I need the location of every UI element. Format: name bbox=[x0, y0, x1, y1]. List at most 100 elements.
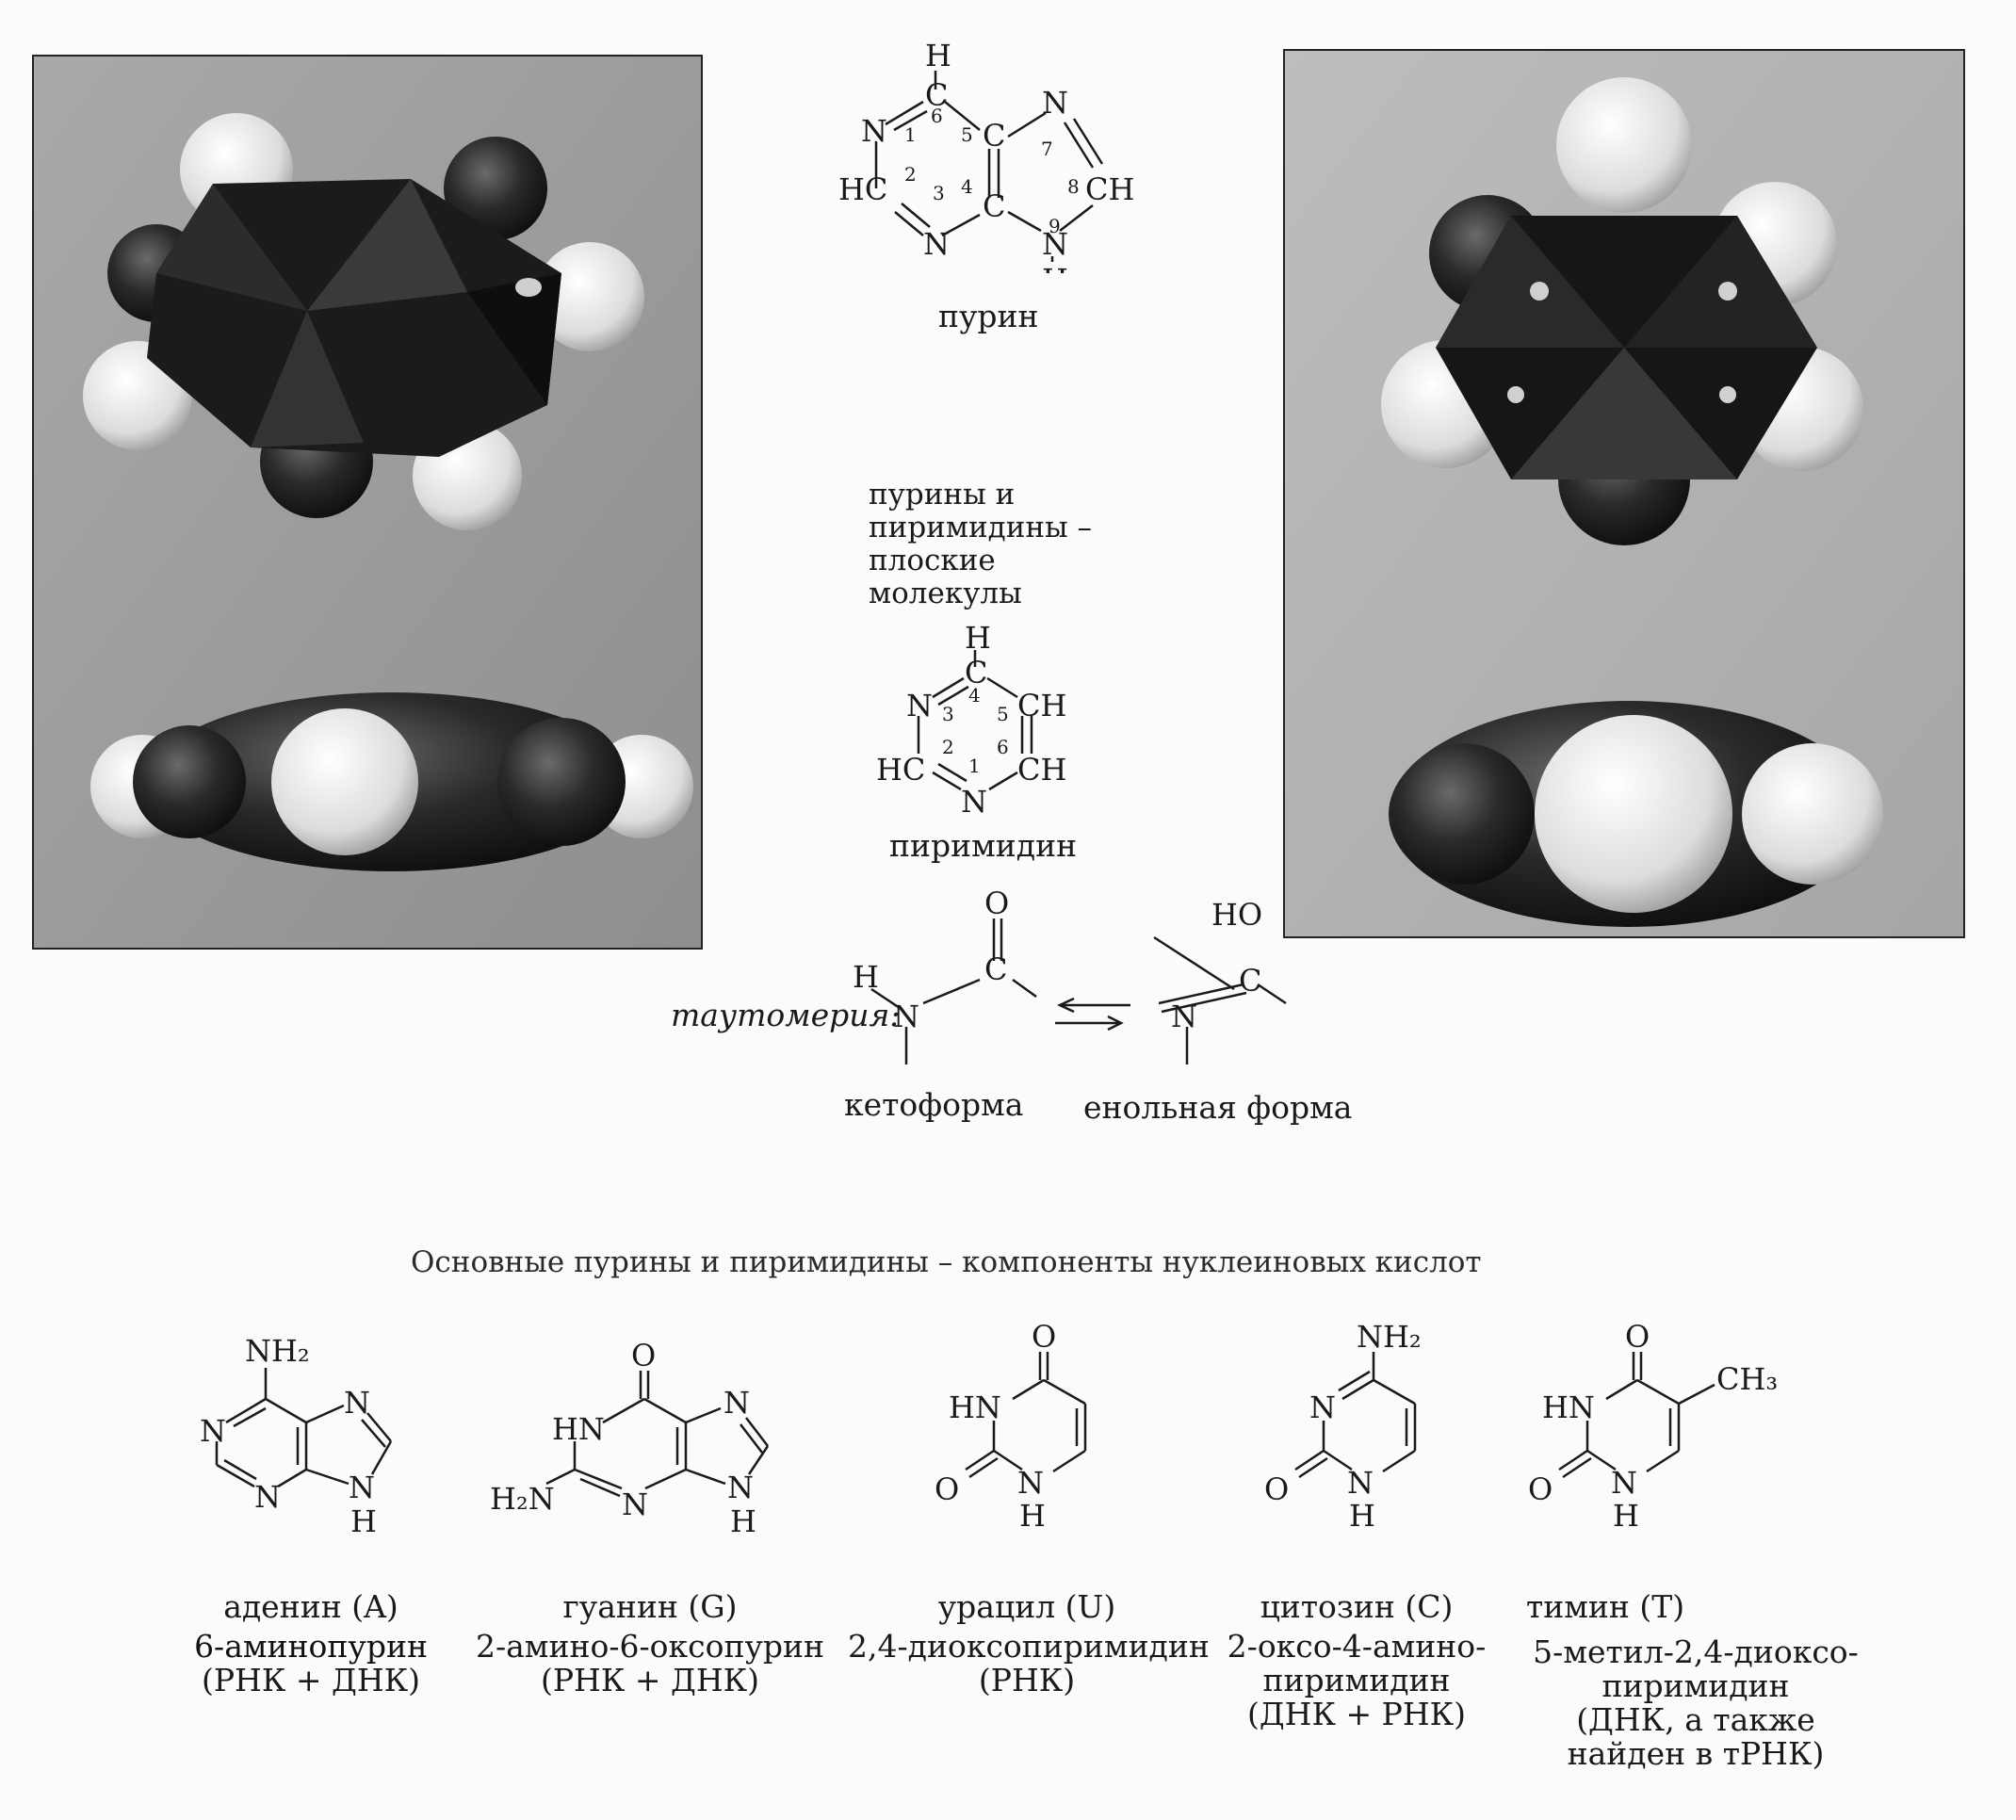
atom-label: HN bbox=[949, 1389, 1001, 1425]
atom-label: N bbox=[1042, 85, 1068, 121]
guanine-structure: O HN H₂N N N N H bbox=[490, 1338, 770, 1539]
ring-number: 6 bbox=[931, 105, 943, 127]
atom-label: H₂N bbox=[490, 1481, 555, 1517]
atom-label: CH₃ bbox=[1716, 1361, 1778, 1397]
keto-form-label: кетоформа bbox=[844, 1086, 1024, 1123]
base-desc: (ДНК + РНК) bbox=[1246, 1696, 1467, 1732]
base-name: аденин bbox=[223, 1588, 342, 1625]
highlight bbox=[1507, 386, 1524, 403]
atom-label: HO bbox=[1211, 897, 1262, 933]
carbon-atom bbox=[497, 718, 626, 846]
atom-label: N bbox=[622, 1487, 648, 1522]
ring-facet bbox=[1624, 216, 1817, 348]
atom-label: NH₂ bbox=[245, 1333, 310, 1369]
note-line: пурины и bbox=[869, 478, 1016, 512]
atom-label: H bbox=[925, 38, 951, 73]
cytosine-structure: NH₂ N O N H bbox=[1264, 1319, 1422, 1534]
base-desc: пиримидин bbox=[1262, 1662, 1451, 1698]
thymine-structure: O CH₃ HN O N H bbox=[1528, 1319, 1778, 1534]
atom-label: CH bbox=[1017, 752, 1066, 788]
ring-facet bbox=[251, 311, 364, 447]
base-desc: найден в тРНК) bbox=[1567, 1735, 1825, 1772]
atom-label: HC bbox=[876, 752, 925, 788]
hydrogen-atom bbox=[271, 708, 418, 855]
purine-structure: H C N C N CH HC C N N H 1 2 3 4 5 6 7 8 … bbox=[838, 38, 1134, 273]
base-code: (G) bbox=[688, 1588, 738, 1625]
ring-number: 5 bbox=[997, 703, 1009, 725]
atom-label: N bbox=[200, 1413, 226, 1449]
atom-label: N bbox=[1017, 1465, 1044, 1501]
base-code: (T) bbox=[1639, 1588, 1685, 1625]
atom-label: N bbox=[1042, 226, 1068, 262]
atom-label: N bbox=[1171, 999, 1197, 1034]
adenine-caption: аденин (A) 6-аминопурин (РНК + ДНК) bbox=[170, 1590, 452, 1698]
atom-label: O bbox=[1625, 1319, 1650, 1355]
atom-label: CH bbox=[1085, 171, 1134, 207]
atom-label: N bbox=[727, 1470, 754, 1505]
tautomerism-title: таутомерия: bbox=[671, 997, 901, 1033]
thymine-caption-head: тимин (T) bbox=[1526, 1590, 1684, 1624]
ring-number: 2 bbox=[904, 163, 917, 186]
atom-label: CH bbox=[1017, 688, 1066, 723]
cytosine-caption: цитозин (C) 2-оксо-4-амино- пиримидин (Д… bbox=[1215, 1590, 1498, 1731]
highlight bbox=[1530, 282, 1549, 301]
ring-number: 1 bbox=[904, 123, 917, 146]
highlight bbox=[515, 278, 542, 297]
base-desc: 2-амино-6-оксопурин bbox=[475, 1628, 824, 1665]
atom-label: C bbox=[984, 951, 1007, 987]
atom-label: C bbox=[983, 188, 1005, 224]
base-code: (C) bbox=[1405, 1588, 1454, 1625]
purine-model-photo bbox=[32, 55, 703, 950]
atom-label: H bbox=[853, 959, 879, 995]
purine-label: пурин bbox=[938, 298, 1039, 334]
adenine-structure: NH₂ N N N N H bbox=[200, 1333, 393, 1539]
ring-number: 1 bbox=[968, 755, 981, 777]
ring-facet bbox=[156, 184, 307, 311]
highlight bbox=[1719, 386, 1736, 403]
atom-label: O bbox=[631, 1338, 656, 1373]
atom-label: H bbox=[1613, 1498, 1639, 1534]
atom-label: O bbox=[935, 1471, 959, 1507]
ring-facet bbox=[1511, 348, 1737, 479]
ring-number: 4 bbox=[968, 684, 981, 707]
base-name: гуанин bbox=[562, 1588, 678, 1625]
pyrimidine-structure: H C N CH HC CH N 1 2 3 4 5 6 bbox=[876, 622, 1066, 820]
tautomerism-scheme: O H N C HO N C bbox=[853, 886, 1287, 1064]
ring-facet bbox=[1436, 216, 1624, 348]
atom-label: H bbox=[1019, 1498, 1046, 1534]
base-desc: (РНК + ДНК) bbox=[540, 1662, 760, 1698]
hydrogen-atom bbox=[1556, 77, 1692, 213]
atom-label: H bbox=[730, 1503, 756, 1539]
enol-form-label: енольная форма bbox=[1083, 1089, 1353, 1126]
thymine-caption: 5-метил-2,4-диоксо- пиримидин (ДНК, а та… bbox=[1526, 1635, 1865, 1771]
atom-label: N bbox=[723, 1385, 750, 1421]
atom-label: O bbox=[1032, 1319, 1056, 1355]
atom-label: H bbox=[965, 622, 991, 656]
base-desc: 2,4-диоксопиримидин bbox=[848, 1628, 1210, 1665]
base-name: цитозин bbox=[1260, 1588, 1395, 1625]
base-name: тимин bbox=[1526, 1588, 1630, 1625]
atom-label: HC bbox=[838, 171, 887, 207]
pyrimidine-label: пиримидин bbox=[889, 827, 1078, 864]
ring-number: 2 bbox=[942, 736, 954, 758]
ring-number: 3 bbox=[933, 182, 945, 204]
uracil-structure: O HN O N H bbox=[935, 1319, 1087, 1534]
base-desc: 2-оксо-4-амино- bbox=[1227, 1628, 1487, 1665]
ring-facet bbox=[307, 179, 467, 311]
base-desc: (ДНК, а также bbox=[1576, 1701, 1815, 1738]
ring-number: 4 bbox=[961, 175, 973, 198]
atom-label: N bbox=[961, 784, 987, 820]
base-desc: (РНК + ДНК) bbox=[201, 1662, 421, 1698]
atom-label: H bbox=[1042, 262, 1068, 273]
atom-label: N bbox=[349, 1470, 375, 1505]
atom-label: HN bbox=[1542, 1389, 1595, 1425]
base-code: (A) bbox=[351, 1588, 398, 1625]
atom-label: O bbox=[984, 886, 1009, 921]
ring-facet bbox=[467, 273, 561, 405]
base-name: урацил bbox=[937, 1588, 1056, 1625]
atom-label: N bbox=[861, 113, 887, 149]
atom-label: N bbox=[906, 688, 933, 723]
base-code: (U) bbox=[1065, 1588, 1116, 1625]
section-title: Основные пурины и пиримидины – компонент… bbox=[411, 1245, 1482, 1279]
ring-number: 5 bbox=[961, 123, 973, 146]
